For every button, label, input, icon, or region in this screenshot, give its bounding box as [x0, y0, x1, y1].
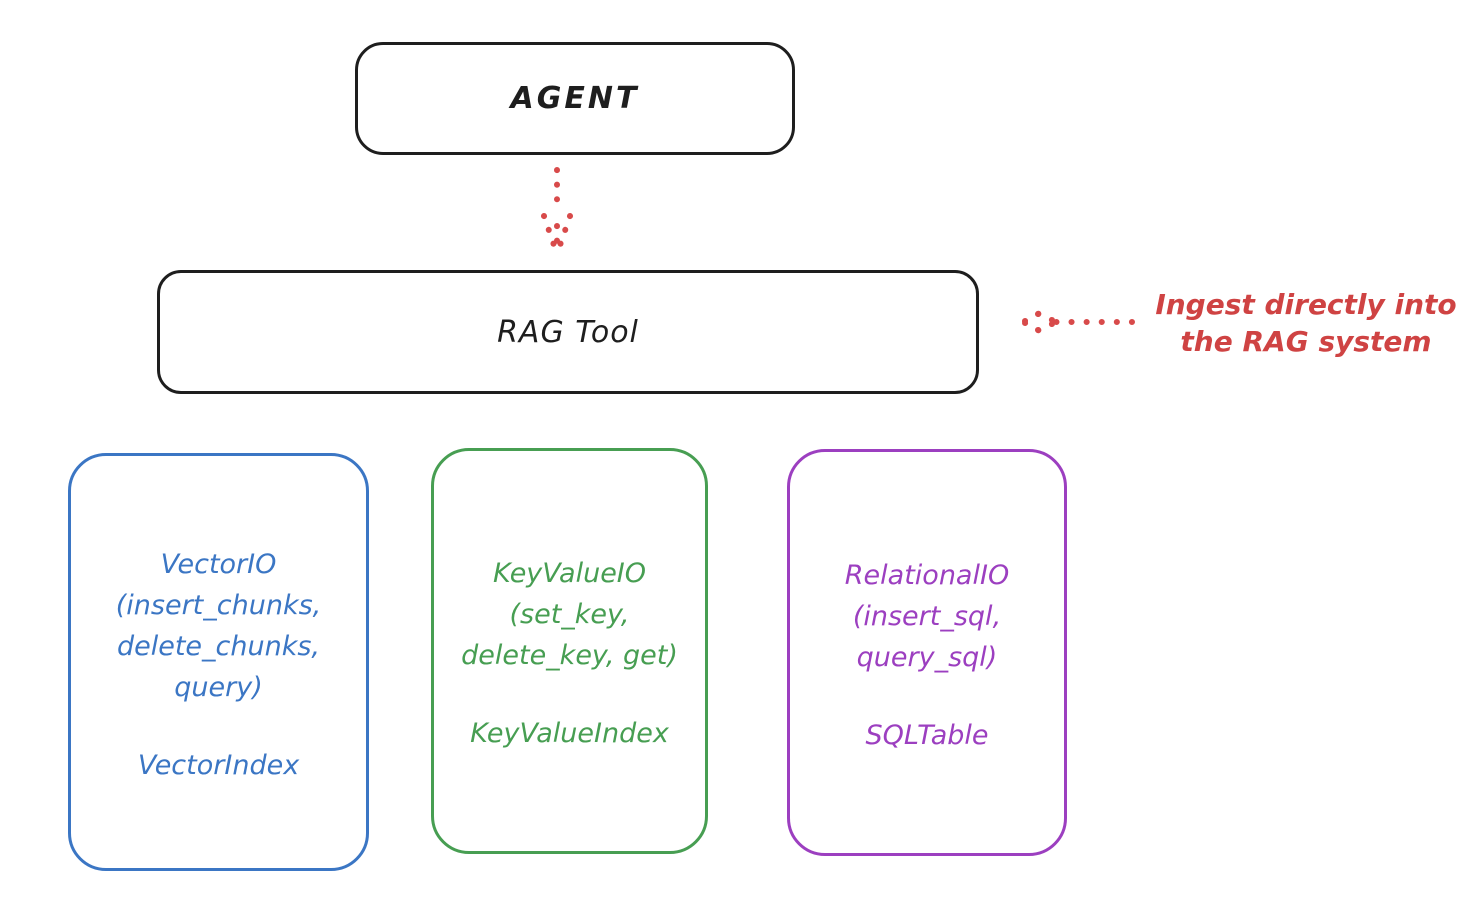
keyvalue-io-box: KeyValueIO (set_key, delete_key, get) Ke…: [431, 448, 708, 854]
ingest-annotation-line1: Ingest directly into: [1155, 288, 1457, 321]
vector-index-label: VectorIndex: [137, 749, 300, 781]
vector-io-text: VectorIO (insert_chunks, delete_chunks, …: [116, 544, 321, 708]
agent-label: AGENT: [510, 81, 640, 116]
vector-io-line: delete_chunks,: [116, 630, 320, 662]
keyvalue-io-line: (set_key,: [509, 599, 630, 630]
relational-io-line: (insert_sql,: [852, 600, 1002, 632]
rag-tool-box: RAG Tool: [157, 270, 979, 394]
ingest-annotation: Ingest directly into the RAG system: [1138, 286, 1474, 360]
keyvalue-io-line: KeyValueIO: [492, 558, 647, 589]
vector-io-line: (insert_chunks,: [115, 589, 322, 621]
agent-to-ragtool-arrow-icon: [541, 167, 573, 258]
agent-box: AGENT: [355, 42, 795, 155]
keyvalue-io-text: KeyValueIO (set_key, delete_key, get): [461, 553, 678, 676]
keyvalue-index-label: KeyValueIndex: [470, 718, 669, 749]
vector-io-line: VectorIO: [160, 548, 277, 580]
relational-io-line: query_sql): [856, 641, 998, 673]
relational-io-line: RelationalIO: [844, 559, 1010, 591]
rag-tool-label: RAG Tool: [497, 314, 639, 350]
vector-io-box: VectorIO (insert_chunks, delete_chunks, …: [68, 453, 369, 871]
relational-io-text: RelationalIO (insert_sql, query_sql): [845, 555, 1009, 678]
ingest-annotation-line2: the RAG system: [1180, 325, 1432, 358]
relational-io-box: RelationalIO (insert_sql, query_sql) SQL…: [787, 449, 1067, 856]
vector-io-line: query): [174, 671, 263, 703]
annotation-to-ragtool-arrow-icon: [1022, 305, 1135, 339]
sqltable-label: SQLTable: [865, 719, 989, 751]
keyvalue-io-line: delete_key, get): [461, 640, 678, 671]
